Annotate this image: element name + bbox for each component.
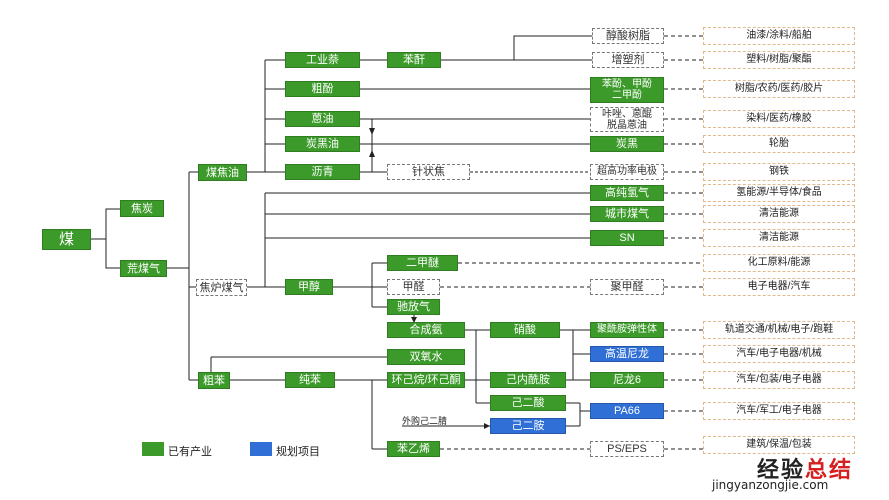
application-box: 钢铁 [703, 163, 855, 181]
node-styrene: 苯乙烯 [387, 441, 440, 457]
application-box: 油漆/涂料/船舶 [703, 27, 855, 45]
product-ps-eps: PS/EPS [590, 441, 664, 457]
product-carbazole: 咔唑、蒽醌 脱晶蒽油 [590, 107, 664, 132]
application-box: 汽车/军工/电子电器 [703, 402, 855, 420]
node-synthetic-ammonia: 合成氨 [387, 322, 465, 338]
application-box: 树脂/农药/医药/胶片 [703, 80, 855, 98]
product-alkyd-resin: 醇酸树脂 [592, 28, 664, 44]
legend-existing-swatch [142, 442, 164, 456]
node-caprolactam: 己内酰胺 [490, 372, 566, 388]
node-carbon-black-oil: 炭黑油 [285, 136, 360, 152]
application-box: 建筑/保温/包装 [703, 436, 855, 454]
node-phthalic-anhydride: 苯酐 [387, 52, 441, 68]
node-needle-coke: 针状焦 [387, 164, 470, 180]
node-crude-benzene: 粗苯 [198, 372, 230, 389]
application-box: 塑料/树脂/聚酯 [703, 51, 855, 69]
application-box: 轮胎 [703, 135, 855, 153]
node-hydrogen-peroxide: 双氧水 [387, 349, 465, 365]
node-crude-gas: 荒煤气 [120, 260, 167, 277]
application-box: 化工原料/能源 [703, 254, 855, 272]
application-box: 清洁能源 [703, 229, 855, 247]
product-sn: SN [590, 230, 664, 246]
node-crude-phenol: 粗酚 [285, 81, 360, 97]
product-polyformaldehyde: 聚甲醛 [590, 279, 664, 295]
product-pa66: PA66 [590, 403, 664, 419]
node-adipic-acid: 己二酸 [490, 395, 566, 411]
node-pure-benzene: 纯苯 [285, 372, 335, 388]
product-carbon-black: 炭黑 [590, 136, 664, 152]
application-box: 汽车/包装/电子电器 [703, 371, 855, 389]
node-coal: 煤 [42, 229, 91, 250]
watermark-title: 经验总结 [757, 452, 853, 484]
watermark-main-black: 经验 [757, 458, 806, 483]
application-box: 汽车/电子电器/机械 [703, 345, 855, 363]
product-high-temp-nylon: 高温尼龙 [590, 346, 664, 362]
watermark-main-red: 总结 [805, 458, 854, 483]
node-industrial-naphthalene: 工业萘 [285, 52, 360, 68]
product-high-purity-hydrogen: 高纯氢气 [590, 185, 664, 201]
legend-planned-label: 规划项目 [276, 446, 320, 458]
application-box: 电子电器/汽车 [703, 278, 855, 296]
node-methanol: 甲醇 [285, 279, 333, 295]
application-box: 氢能源/半导体/食品 [703, 184, 855, 202]
node-coke: 焦炭 [120, 200, 164, 217]
label-purchased-adiponitrile: 外购己二腈 [402, 416, 448, 426]
product-city-gas: 城市煤气 [590, 206, 664, 222]
application-box: 染料/医药/橡胶 [703, 110, 855, 128]
node-pitch: 沥青 [285, 164, 360, 180]
application-box: 清洁能源 [703, 205, 855, 223]
legend-planned-swatch [250, 442, 272, 456]
watermark-url: jingyanzongjie.com [712, 478, 829, 492]
node-nitric-acid: 硝酸 [490, 322, 560, 338]
node-coke-oven-gas: 焦炉煤气 [196, 279, 247, 296]
node-dme: 二甲醚 [387, 255, 458, 271]
product-polyamide-elastomer: 聚酰胺弹性体 [590, 322, 664, 338]
node-hexanediamine: 己二胺 [490, 418, 566, 434]
product-plasticizer: 增塑剂 [592, 52, 664, 68]
node-purge-gas: 驰放气 [387, 299, 440, 315]
node-anthracene-oil: 蒽油 [285, 111, 360, 127]
product-phenol-cresol: 苯酚、甲酚 二甲酚 [590, 77, 664, 103]
product-nylon6: 尼龙6 [590, 372, 664, 388]
product-uhp-electrode: 超高功率电极 [590, 164, 664, 180]
node-cyclohexane: 环己烷/环己酮 [387, 372, 465, 388]
node-formaldehyde: 甲醛 [387, 279, 440, 295]
application-box: 轨道交通/机械/电子/跑鞋 [703, 321, 855, 339]
node-coal-tar: 煤焦油 [198, 164, 247, 181]
legend-existing-label: 已有产业 [168, 446, 212, 458]
